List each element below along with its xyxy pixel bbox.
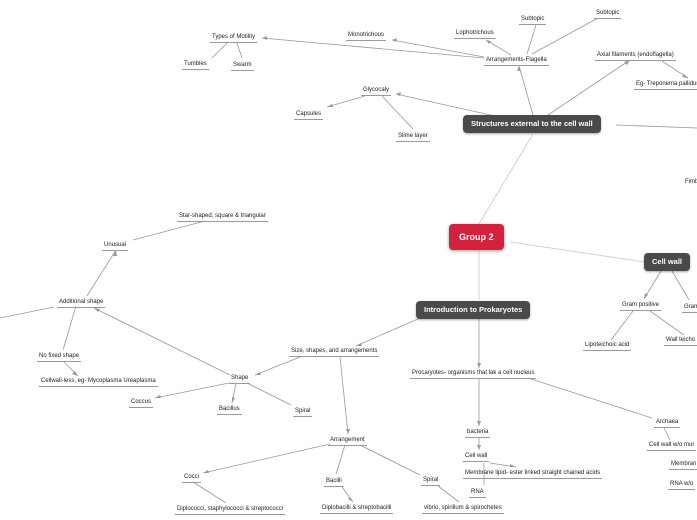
node-cell-wall-bacteria[interactable]: Cell wall xyxy=(463,452,490,462)
node-procaryotes[interactable]: Procaryotes- organisms that lak a cell n… xyxy=(410,369,537,379)
node-cell-wall[interactable]: Cell wall xyxy=(644,253,691,271)
node-additional-shape[interactable]: Additional shape xyxy=(57,298,106,308)
node-archaea-cell-wall[interactable]: Cell wall w/o mur xyxy=(647,441,697,451)
node-wall-teichoic-partial[interactable]: Wall teicho xyxy=(664,336,697,346)
node-slime-layer[interactable]: Slime layer xyxy=(396,132,430,142)
node-bacilli-types[interactable]: Diplobacilli & streptobacilli xyxy=(320,504,394,514)
node-types-of-motility[interactable]: Types of Motility xyxy=(210,33,258,43)
node-subtopic[interactable]: Subtopic xyxy=(594,9,622,19)
node-arrangements-flagella[interactable]: Arrangements-Flagella xyxy=(484,56,549,66)
node-archaea-membrane[interactable]: Membran xyxy=(669,460,697,470)
node-glycocaly[interactable]: Glycocaly xyxy=(361,86,392,96)
node-cocci-types[interactable]: Diplococci, staphylococci & streptococci xyxy=(175,505,286,515)
node-cellwall-less[interactable]: Cellwall-less, eg- Mycoplasma Ureaplasma xyxy=(39,377,158,387)
node-bacillus[interactable]: Bacillus xyxy=(217,405,242,415)
node-structures-external[interactable]: Structures external to the cell wall xyxy=(463,115,601,133)
node-intro-prokaryotes[interactable]: Introduction to Prokaryotes xyxy=(416,301,531,319)
node-spiral-arrangement[interactable]: Spiral xyxy=(421,476,441,486)
node-treponema[interactable]: Eg- Treponema pallidum xyxy=(634,80,697,90)
node-capsules[interactable]: Capsules xyxy=(294,110,324,120)
node-shape[interactable]: Shape xyxy=(229,374,251,384)
node-lipoteichoic-acid[interactable]: Lipoteichoic acid xyxy=(583,341,632,351)
node-size-shapes-arrangements[interactable]: Size, shapes, and arrangements xyxy=(289,347,380,357)
node-bacilli[interactable]: Bacilli xyxy=(324,477,344,487)
node-bacteria[interactable]: bacteria xyxy=(465,428,491,438)
node-star-shaped[interactable]: Star-shaped, square & triangular xyxy=(177,212,268,222)
node-monotrichous[interactable]: Monotrichous xyxy=(346,31,387,41)
node-archaea-rna[interactable]: RNA w/o xyxy=(668,480,696,490)
node-lophotrichous[interactable]: Lophotrichous xyxy=(454,29,496,39)
node-rna[interactable]: RNA xyxy=(469,488,486,498)
node-unusual[interactable]: Unusual xyxy=(102,241,129,251)
node-membrane-lipid[interactable]: Membrane lipid- ester linked straight ch… xyxy=(463,469,603,479)
node-gram-positive[interactable]: Gram positive xyxy=(620,301,662,311)
node-no-fixed-shape[interactable]: No fixed shape xyxy=(37,352,82,362)
node-spiral-types[interactable]: vibrio, spirillum & spirochetes xyxy=(422,504,504,514)
node-tumbles[interactable]: Tumbles xyxy=(182,60,209,70)
node-coccus[interactable]: Coccus xyxy=(129,398,154,408)
node-cocci[interactable]: Cocci xyxy=(182,473,202,483)
node-arrangement[interactable]: Arrangement xyxy=(328,436,367,446)
node-spiral-shape[interactable]: Spiral xyxy=(293,407,313,417)
node-subtopic[interactable]: Subtopic xyxy=(519,15,547,25)
node-axial-filaments[interactable]: Axial filaments (endoflagella) xyxy=(595,51,676,61)
node-swarm[interactable]: Swarm xyxy=(231,61,254,71)
node-fimbriae-partial[interactable]: Fimb xyxy=(685,179,697,185)
node-gram-partial[interactable]: Gram xyxy=(682,303,697,313)
root-node[interactable]: Group 2 xyxy=(449,224,504,250)
node-archaea[interactable]: Archaea xyxy=(654,418,681,428)
